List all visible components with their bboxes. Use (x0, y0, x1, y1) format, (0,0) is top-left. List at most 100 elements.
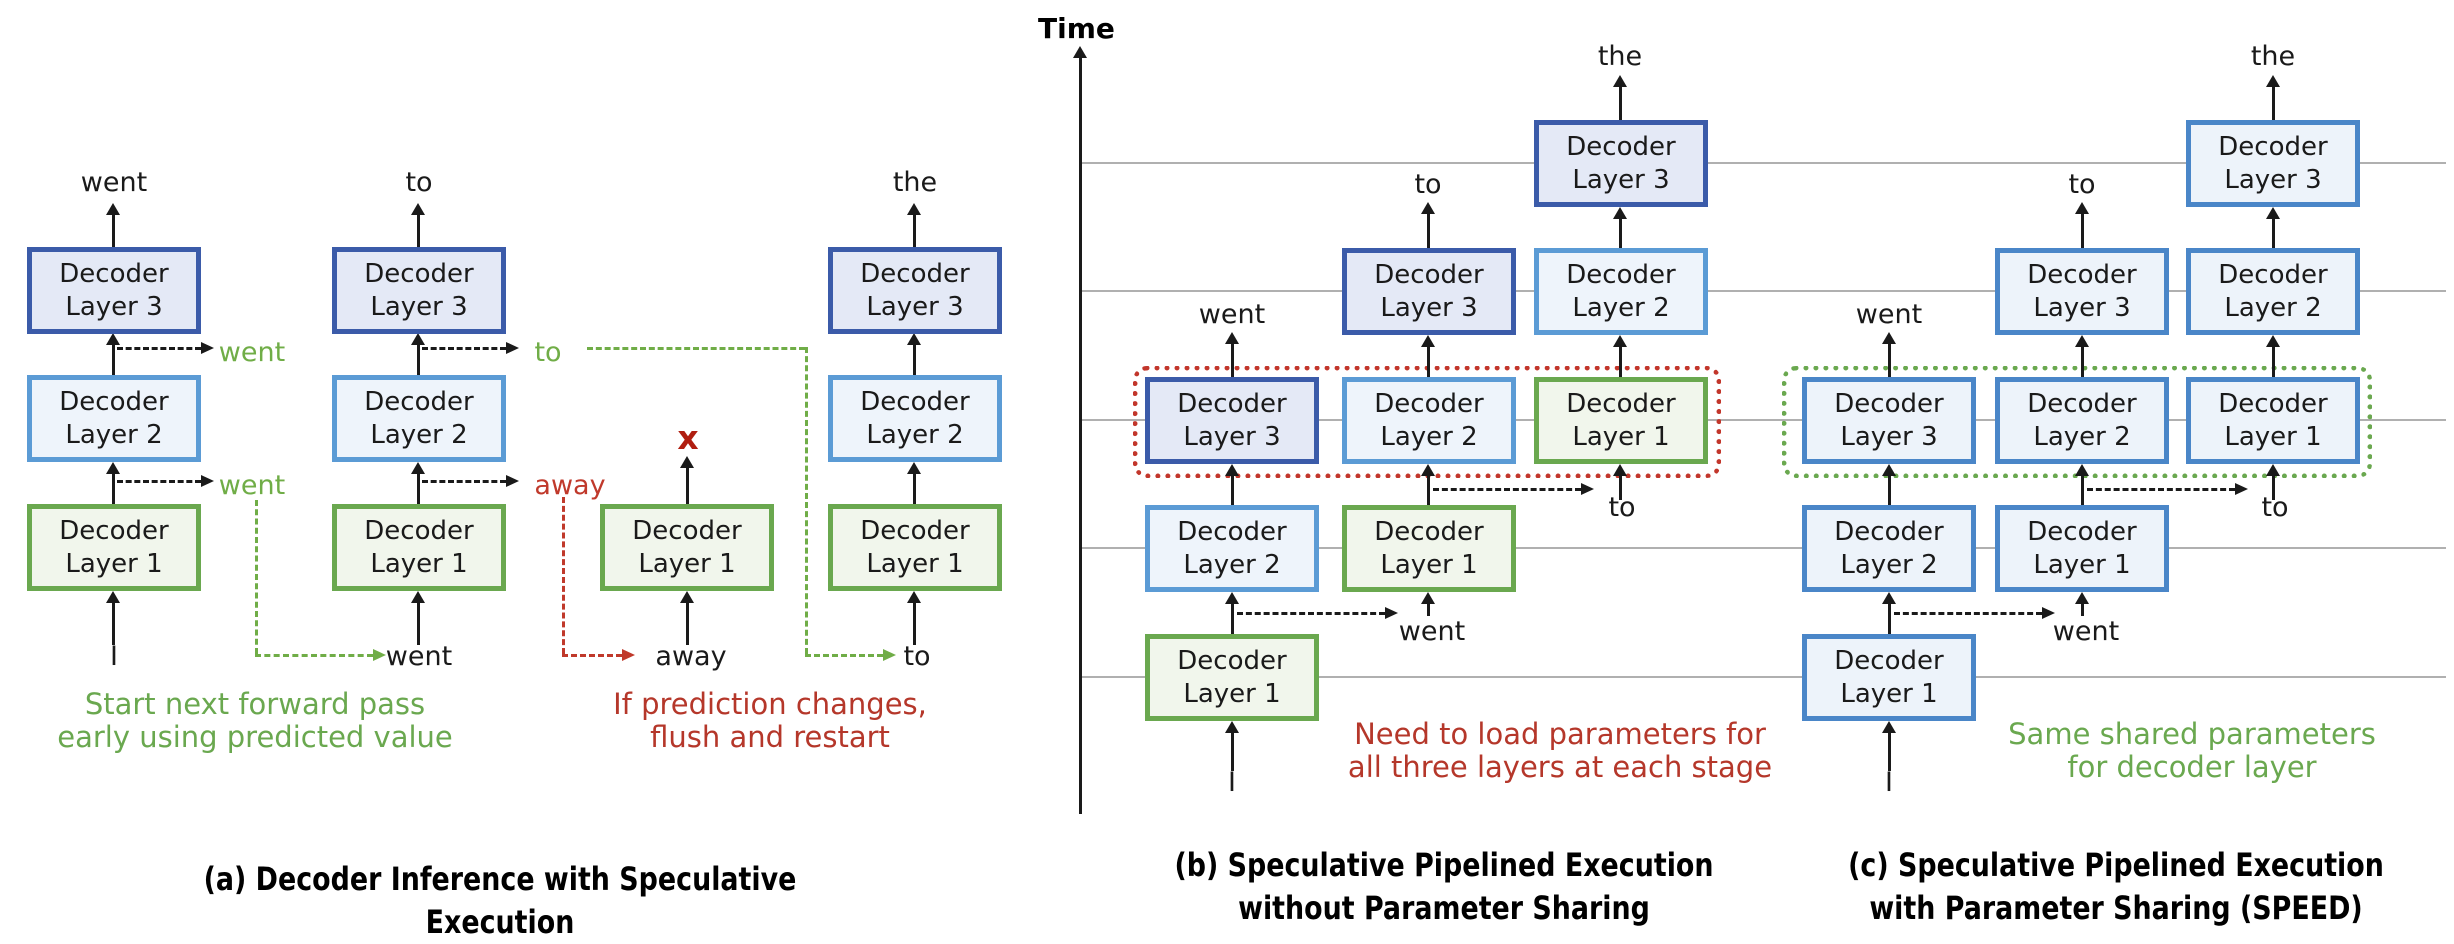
spec-path-arrow-icon (805, 649, 896, 661)
arrow-up-icon (1420, 335, 1436, 377)
arrow-up-icon (105, 333, 121, 375)
output-token: to (405, 167, 433, 198)
arrow-up-icon (410, 462, 426, 504)
decoder-layer-3-box: Decoder Layer 3 (1342, 248, 1516, 335)
decoder-layer-2-box: Decoder Layer 2 (1995, 377, 2169, 464)
decoder-layer-1-box: Decoder Layer 1 (1995, 505, 2169, 592)
arrow-up-icon (2265, 207, 2281, 248)
output-arrow-icon (2265, 75, 2281, 120)
decoder-layer-1-box: Decoder Layer 1 (332, 504, 506, 591)
spec-token: to (1608, 492, 1636, 523)
input-arrow-icon (410, 591, 426, 645)
time-axis-arrow-icon (1072, 46, 1088, 814)
output-token: went (1855, 299, 1923, 330)
stage-line (1081, 547, 2446, 549)
output-token: to (2068, 169, 2096, 200)
spec-path-arrow-icon (255, 649, 386, 661)
arrow-up-icon (2074, 464, 2090, 505)
decoder-layer-3-box: Decoder Layer 3 (27, 247, 201, 334)
decoder-layer-2-box: Decoder Layer 2 (1802, 505, 1976, 592)
input-token: to (903, 641, 931, 672)
arrow-up-icon (906, 462, 922, 504)
spec-token: went (218, 337, 286, 368)
arrow-up-icon (1881, 592, 1897, 634)
arrow-up-icon (906, 333, 922, 375)
decoder-layer-3-box: Decoder Layer 3 (1534, 120, 1708, 207)
decoder-layer-3-box: Decoder Layer 3 (1802, 377, 1976, 464)
decoder-layer-1-box: Decoder Layer 1 (828, 504, 1002, 591)
input-token: away (655, 641, 727, 672)
spec-branch-arrow-icon (2087, 483, 2248, 495)
output-arrow-icon (1224, 332, 1240, 377)
arrow-up-icon (1420, 464, 1436, 505)
output-token: went (1198, 299, 1266, 330)
spec-input-arrow-icon (1612, 464, 1628, 500)
arrow-up-icon (410, 333, 426, 375)
note-flush: If prediction changes, flush and restart (613, 687, 927, 754)
decoder-layer-3-box: Decoder Layer 3 (1995, 248, 2169, 335)
arrow-up-icon (1612, 335, 1628, 377)
arrow-up-icon (105, 462, 121, 504)
spec-token: went (1398, 616, 1466, 647)
decoder-layer-2-box: Decoder Layer 2 (27, 375, 201, 462)
flush-path-arrow-icon (562, 649, 635, 661)
input-token: went (385, 641, 453, 672)
flush-x-marker: x (677, 418, 699, 457)
spec-branch-arrow-icon (1237, 607, 1398, 619)
output-arrow-icon (1612, 75, 1628, 120)
decoder-layer-1-box: Decoder Layer 1 (2186, 377, 2360, 464)
spec-branch-arrow-icon (117, 475, 214, 487)
output-arrow-icon (1420, 202, 1436, 248)
spec-path-line (255, 500, 258, 654)
stage-line (1081, 419, 2446, 421)
spec-input-arrow-icon (2265, 464, 2281, 500)
input-token: I (110, 641, 118, 672)
time-axis-label: Time (1038, 12, 1115, 45)
output-token: the (892, 167, 938, 198)
spec-branch-arrow-icon (422, 342, 519, 354)
spec-branch-arrow-icon (422, 475, 519, 487)
input-arrow-icon (105, 591, 121, 645)
input-arrow-icon (1881, 721, 1897, 771)
spec-branch-arrow-icon (117, 342, 214, 354)
output-arrow-icon (2074, 202, 2090, 248)
spec-path-line (805, 347, 808, 654)
decoder-layer-1-box: Decoder Layer 1 (27, 504, 201, 591)
decoder-layer-2-box: Decoder Layer 2 (1534, 248, 1708, 335)
note-shared-parameters: Same shared parameters for decoder layer (2008, 717, 2376, 784)
decoder-layer-2-box: Decoder Layer 2 (828, 375, 1002, 462)
arrow-up-icon (1224, 592, 1240, 634)
output-arrow-icon (410, 203, 426, 247)
decoder-layer-1-box: Decoder Layer 1 (1802, 634, 1976, 721)
input-arrow-icon (906, 591, 922, 645)
spec-branch-arrow-icon (1894, 607, 2055, 619)
spec-path-line (587, 347, 805, 350)
output-arrow-icon (906, 203, 922, 247)
output-token: went (80, 167, 148, 198)
spec-token: went (2052, 616, 2120, 647)
input-arrow-icon (1224, 721, 1240, 771)
spec-branch-arrow-icon (1433, 483, 1594, 495)
decoder-layer-3-box: Decoder Layer 3 (332, 247, 506, 334)
panel-b-caption: (b) Speculative Pipelined Execution with… (1174, 846, 1714, 927)
spec-input-arrow-icon (1420, 592, 1436, 616)
output-arrow-icon (1881, 332, 1897, 377)
decoder-layer-3-box: Decoder Layer 3 (1145, 377, 1319, 464)
decoder-layer-1-box: Decoder Layer 1 (1145, 634, 1319, 721)
flush-path-line (562, 497, 565, 654)
stage-line (1081, 162, 2446, 164)
spec-token: went (218, 470, 286, 501)
decoder-layer-1-box: Decoder Layer 1 (600, 504, 774, 591)
spec-token: away (534, 470, 606, 501)
decoder-layer-1-box: Decoder Layer 1 (1342, 505, 1516, 592)
spec-token: to (2261, 492, 2289, 523)
note-speculative: Start next forward pass early using pred… (57, 687, 453, 754)
output-token: to (1414, 169, 1442, 200)
arrow-up-icon (2074, 335, 2090, 377)
note-parameters: Need to load parameters for all three la… (1347, 717, 1773, 784)
spec-token: to (534, 337, 562, 368)
decoder-layer-2-box: Decoder Layer 2 (1145, 505, 1319, 592)
output-arrow-icon (105, 203, 121, 247)
panel-a-caption: (a) Decoder Inference with Speculative E… (203, 860, 797, 941)
